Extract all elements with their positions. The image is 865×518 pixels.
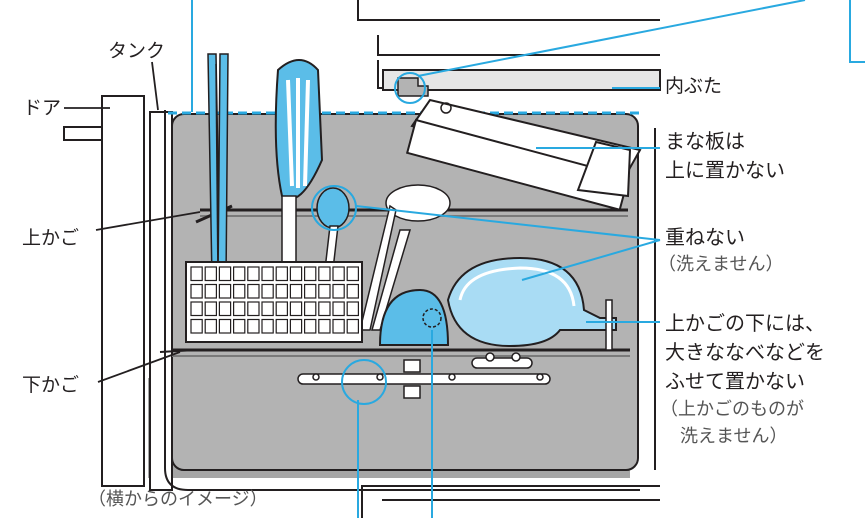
basket-cell	[332, 283, 345, 299]
basket-cell	[261, 318, 274, 334]
basket-cell	[204, 301, 217, 317]
basket-cell	[318, 318, 331, 334]
basket-cell	[332, 266, 345, 282]
basket-cell	[332, 301, 345, 317]
basket-cell	[190, 283, 203, 299]
basket-cell	[275, 318, 289, 334]
label-under-basket-line1: 上かごの下には、	[665, 311, 825, 335]
basket-cell	[304, 266, 317, 282]
basket-cell	[190, 301, 203, 317]
spray-arm	[297, 299, 613, 399]
basket-cell	[289, 283, 303, 299]
basket-cell	[218, 283, 232, 299]
basket-cell	[190, 266, 203, 282]
callout-circles	[311, 72, 426, 405]
basket-cell	[233, 266, 246, 282]
label-no-stack-note: （洗えません）	[658, 254, 784, 275]
basket-cell	[233, 318, 246, 334]
basket-cell	[247, 301, 260, 317]
basket-cell	[233, 301, 246, 317]
basket-cell	[304, 318, 317, 334]
basket-cell	[261, 283, 274, 299]
basket-cell	[346, 266, 360, 282]
label-door: ドア	[23, 97, 62, 119]
label-upper-basket: 上かご	[22, 227, 80, 249]
basket-cell	[318, 301, 331, 317]
basket-cell	[261, 266, 274, 282]
basket-cell	[318, 283, 331, 299]
basket-cell	[289, 266, 303, 282]
inner-lid	[382, 69, 661, 97]
label-cutting-board-line1: まな板は	[665, 129, 745, 153]
basket-cell	[218, 266, 232, 282]
basket-cell	[204, 283, 217, 299]
basket-cell	[204, 318, 217, 334]
basket-cell	[218, 318, 232, 334]
basket-cell	[233, 283, 246, 299]
basket-cell	[289, 301, 303, 317]
label-tank: タンク	[108, 40, 166, 62]
label-no-stack: 重ねない	[665, 225, 745, 249]
basket-cell	[346, 301, 360, 317]
lower-basket	[159, 348, 630, 357]
basket-cell	[218, 301, 232, 317]
basket-cell	[332, 318, 345, 334]
label-side-view: （横からのイメージ）	[88, 489, 268, 510]
pots	[378, 256, 617, 348]
utensil-basket	[185, 261, 363, 343]
callout-lines	[191, 0, 865, 518]
basket-cell	[289, 318, 303, 334]
label-cutting-board-line2: 上に置かない	[665, 158, 785, 182]
basket-cell	[304, 283, 317, 299]
cabinet-bottom	[361, 485, 660, 518]
basket-cell	[318, 266, 331, 282]
tongs	[207, 53, 229, 281]
basket-cell	[275, 266, 289, 282]
basket-cell	[304, 301, 317, 317]
door	[63, 95, 145, 487]
basket-cell	[275, 283, 289, 299]
basket-cell	[275, 301, 289, 317]
label-inner-lid: 内ぶた	[665, 75, 723, 97]
basket-cell	[247, 266, 260, 282]
tank-wall	[149, 111, 173, 491]
label-under-basket-note1: （上かごのものが	[660, 399, 804, 420]
label-lower-basket: 下かご	[22, 374, 80, 396]
label-under-basket-line3: ふせて置かない	[665, 369, 805, 393]
leader-lines	[64, 61, 201, 383]
label-under-basket-line2: 大きななべなどを	[665, 340, 825, 364]
basket-cell	[346, 318, 360, 334]
basket-cell	[247, 318, 260, 334]
cutting-board	[405, 98, 642, 212]
basket-cell	[204, 266, 217, 282]
basket-cell	[190, 318, 203, 334]
label-under-basket-note2: 洗えません）	[680, 426, 788, 447]
basket-cell	[346, 283, 360, 299]
basket-cell	[261, 301, 274, 317]
basket-cell	[247, 283, 260, 299]
